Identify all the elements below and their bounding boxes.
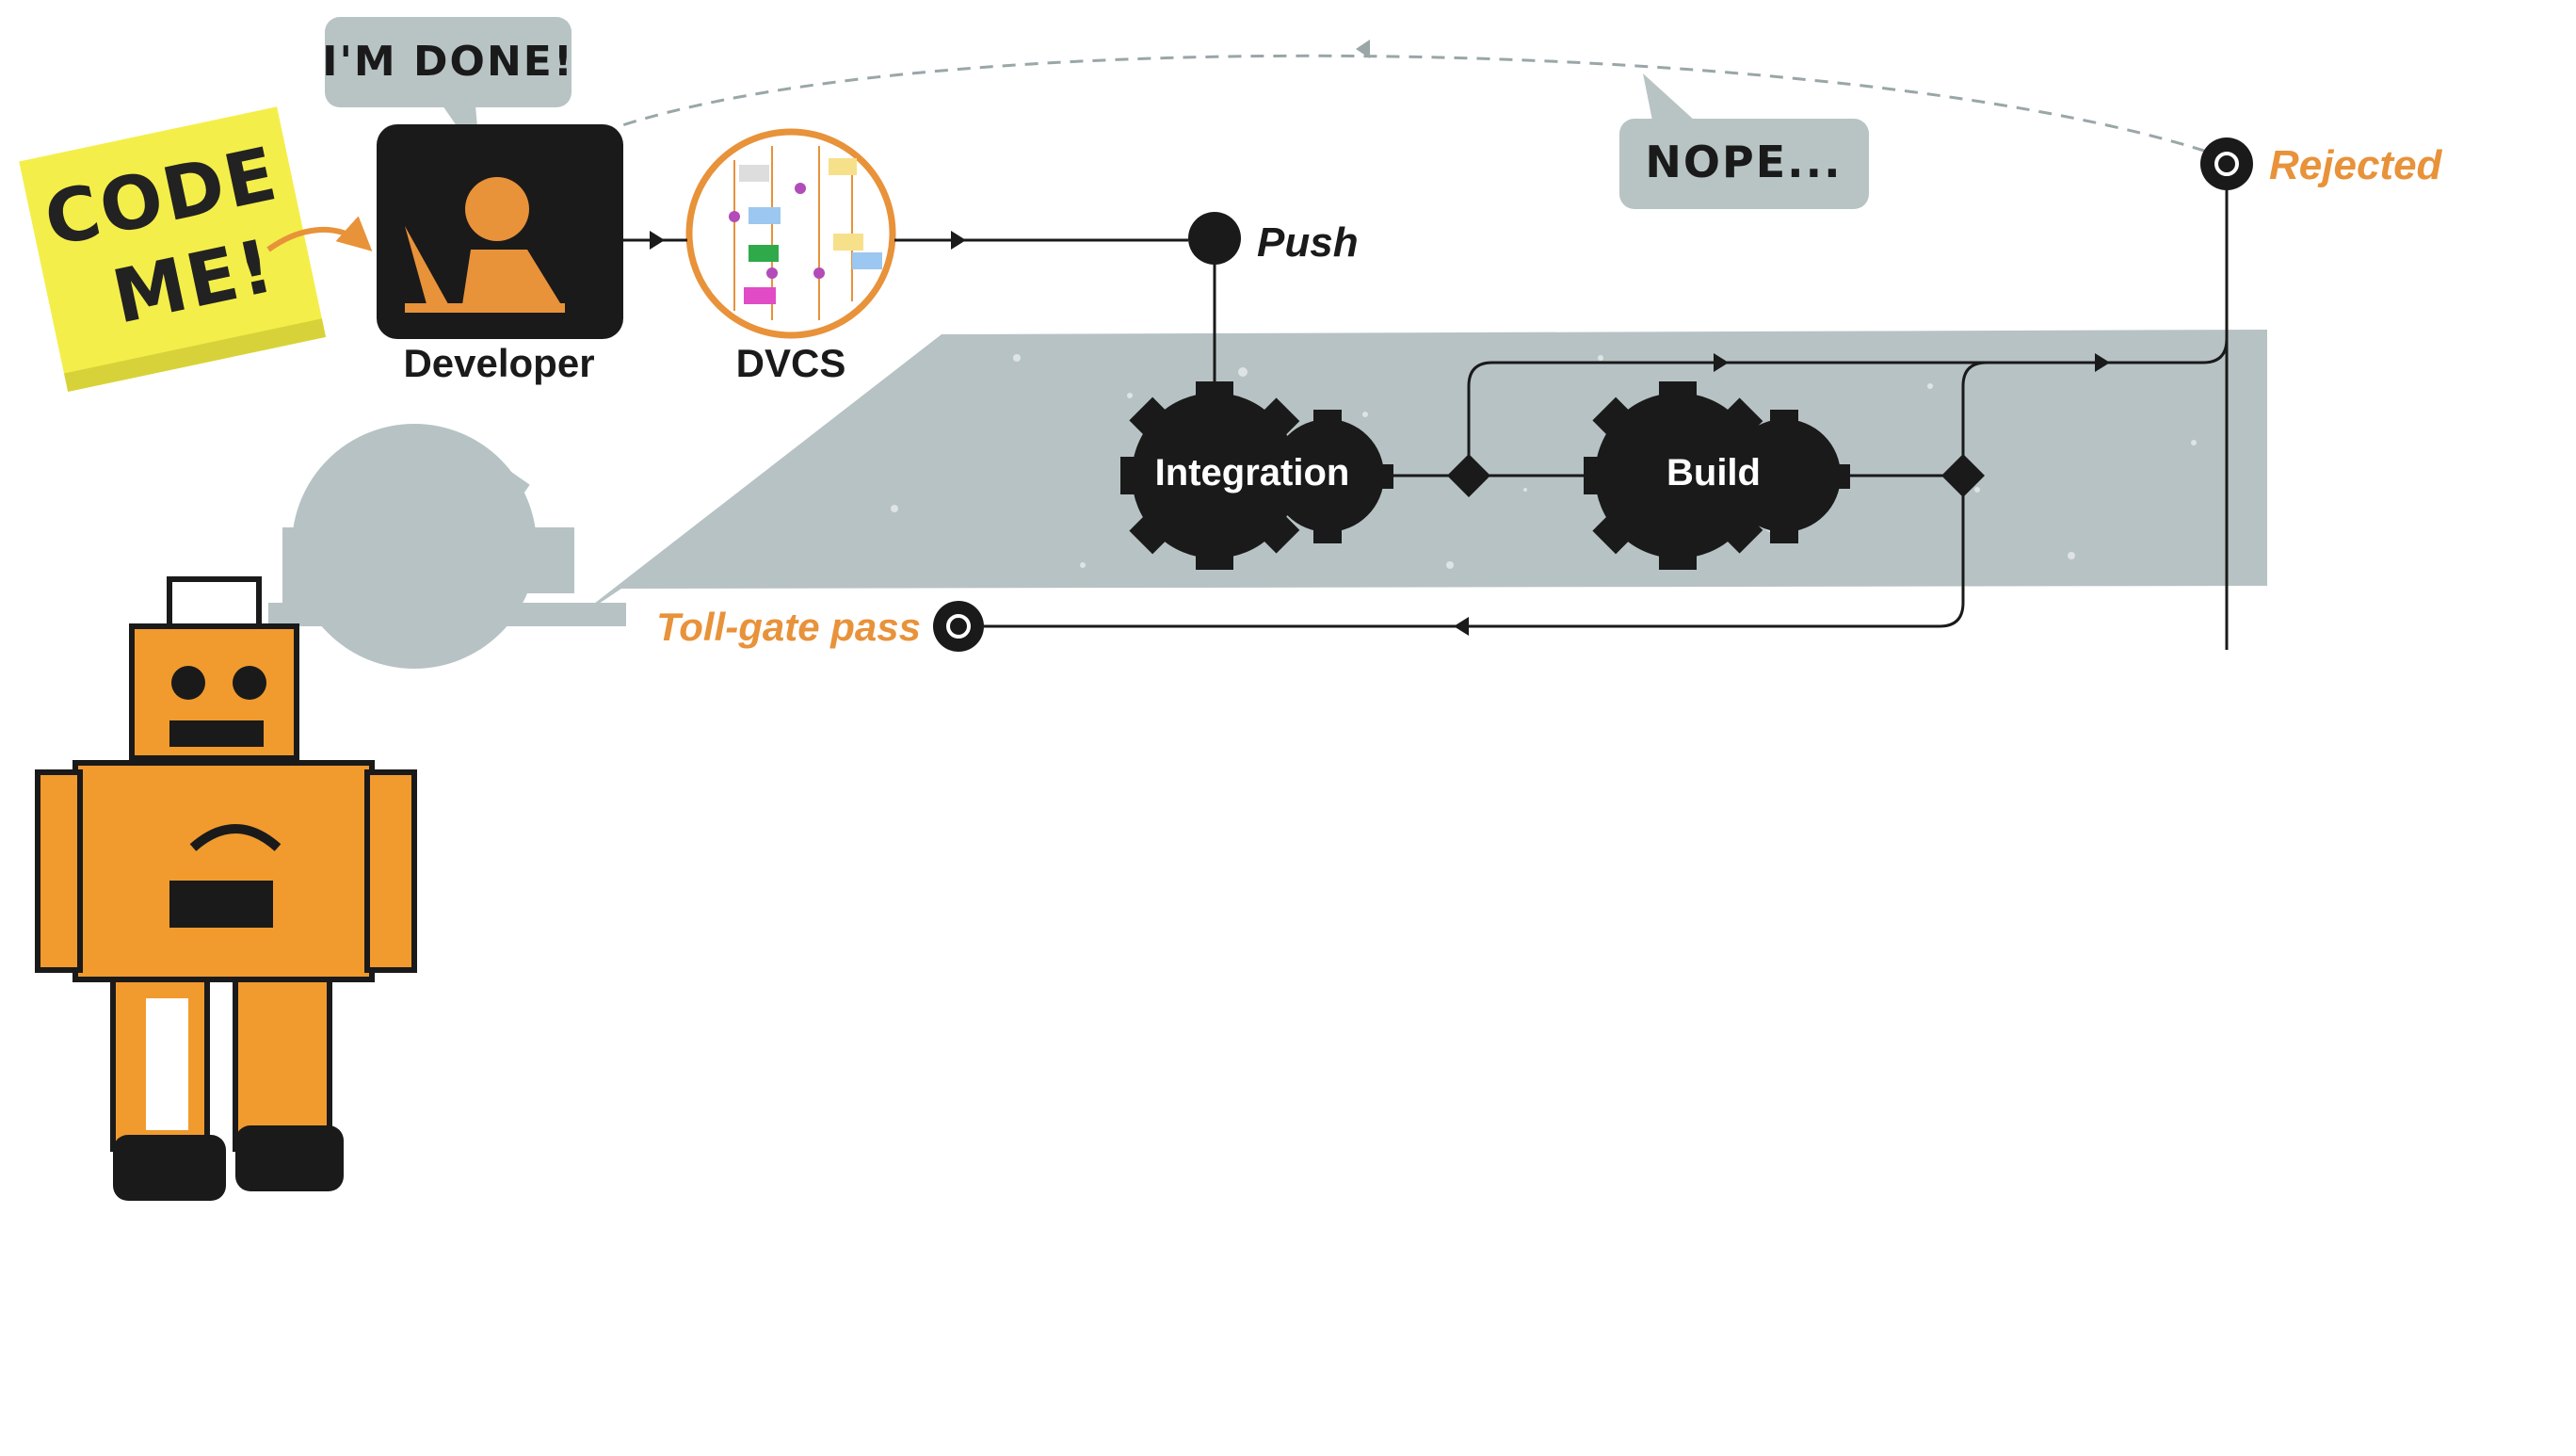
speech-done-text: I'M DONE! <box>322 38 574 86</box>
branch-graph-icon <box>685 128 896 339</box>
pipeline-band <box>268 330 2267 669</box>
sticky-arrow <box>266 216 373 252</box>
developer-at-laptop-icon <box>377 124 623 339</box>
integration-gear-icon <box>1120 381 1393 570</box>
dvcs-label: DVCS <box>736 341 846 385</box>
robot-icon <box>35 576 417 1201</box>
background-gear-icon <box>268 424 626 669</box>
build-label: Build <box>1666 452 1761 493</box>
tollgate-label: Toll-gate pass <box>656 605 921 649</box>
speech-nope-text: NOPE... <box>1645 137 1842 187</box>
decision-diamond-2 <box>1941 454 1985 497</box>
integration-label: Integration <box>1155 452 1350 493</box>
tollgate-node <box>933 601 984 652</box>
speech-bubble-nope: NOPE... <box>1619 73 1869 209</box>
decision-diamond-1 <box>1447 454 1490 497</box>
developer-label: Developer <box>403 341 594 385</box>
push-label: Push <box>1257 219 1359 266</box>
speech-bubble-done: I'M DONE! <box>322 17 574 160</box>
rejected-label: Rejected <box>2269 142 2443 188</box>
push-node <box>1188 212 1241 265</box>
build-gear-icon <box>1584 381 1850 570</box>
reject-loop-line <box>616 54 2228 160</box>
rejected-node <box>2200 138 2253 190</box>
sticky-note: CODE ME! <box>19 106 327 393</box>
